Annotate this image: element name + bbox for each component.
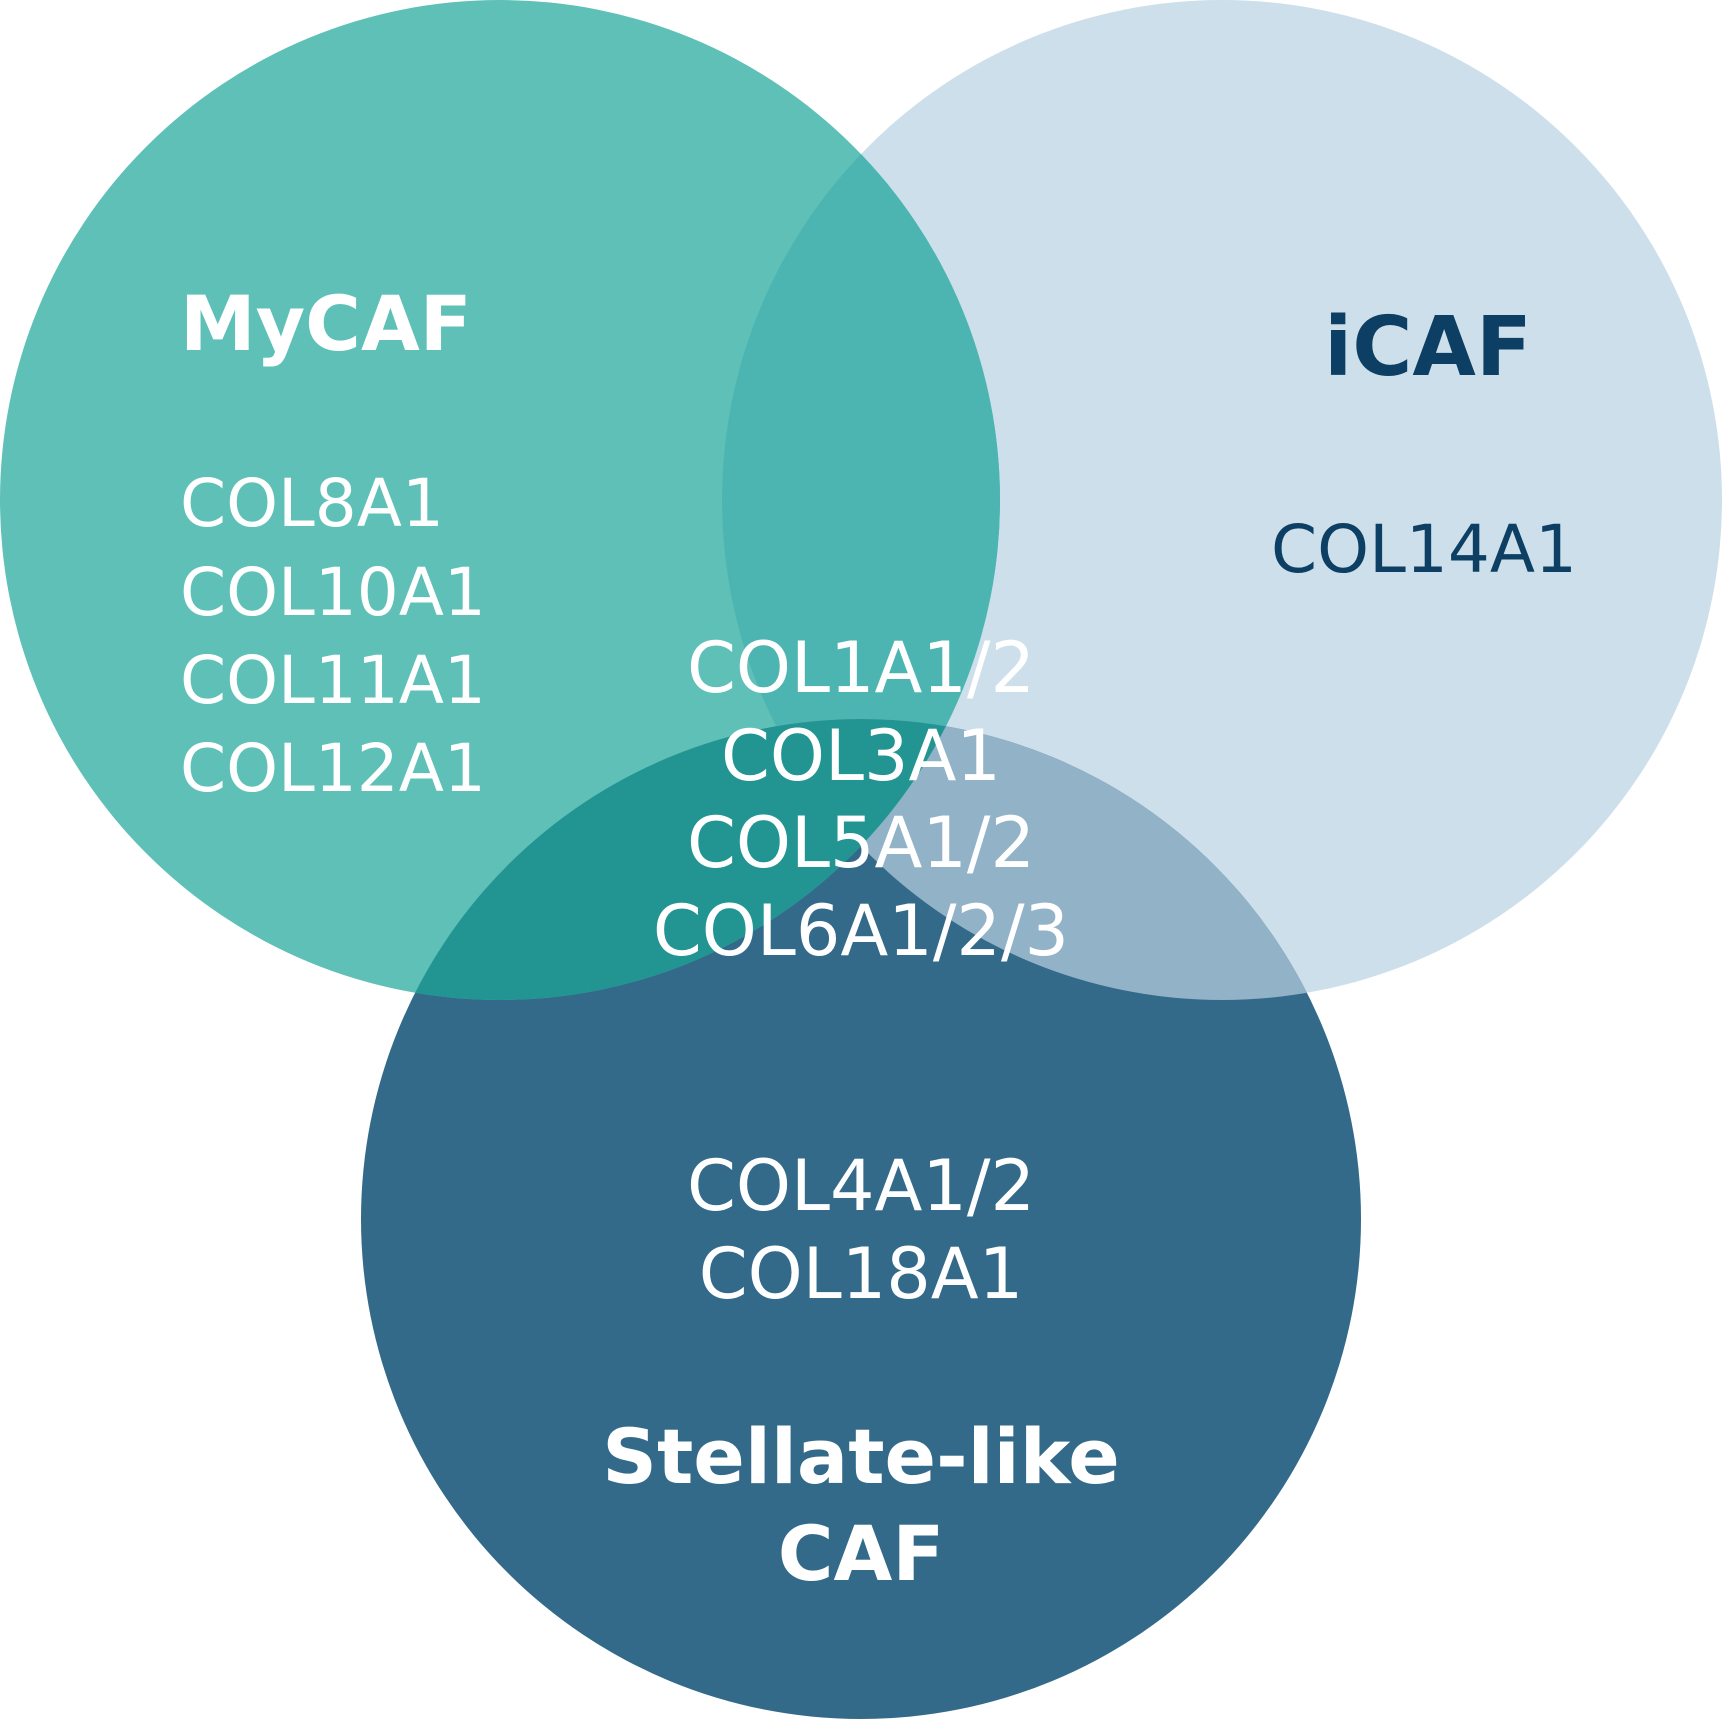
stellate-gene: COL18A1 [699, 1233, 1023, 1315]
mycaf-gene: COL10A1 [180, 554, 486, 631]
icaf-title: iCAF [1324, 300, 1532, 395]
shared-gene: COL6A1/2/3 [653, 890, 1069, 972]
mycaf-gene: COL11A1 [180, 642, 486, 719]
mycaf-gene: COL12A1 [180, 730, 486, 807]
shared-gene: COL1A1/2 [687, 627, 1035, 709]
icaf-gene: COL14A1 [1271, 511, 1577, 588]
shared-gene: COL5A1/2 [687, 802, 1035, 884]
shared-gene: COL3A1 [721, 715, 1001, 797]
stellate-title-line-1: Stellate-like [602, 1412, 1120, 1501]
stellate-title-line-2: CAF [778, 1509, 945, 1598]
mycaf-title: MyCAF [180, 279, 472, 368]
mycaf-stellate-overlap [361, 719, 1000, 1000]
icaf-stellate-overlap [722, 719, 1361, 1000]
mycaf-gene: COL8A1 [180, 465, 444, 542]
stellate-gene: COL4A1/2 [687, 1145, 1035, 1227]
